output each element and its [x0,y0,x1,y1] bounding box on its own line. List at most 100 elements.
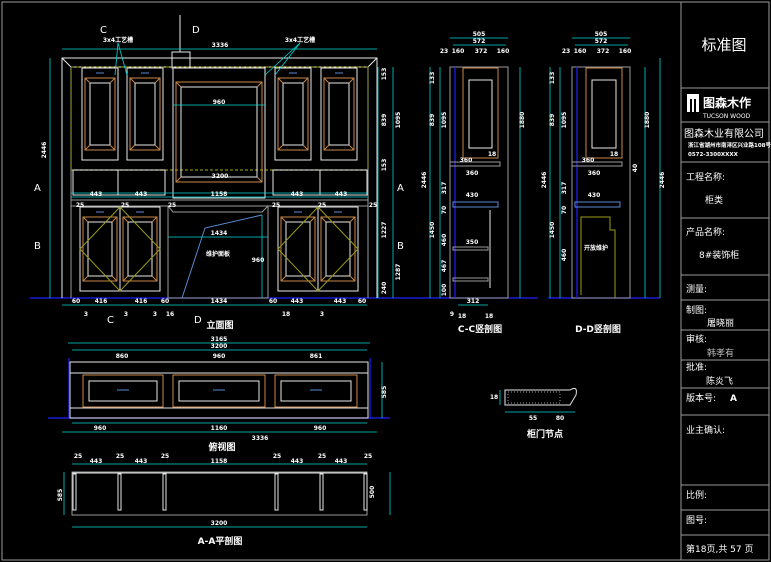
left-drawers [72,169,166,196]
dim-text: 25 [273,453,281,460]
center-opening-frame [172,67,266,199]
dim-text: 839 [381,114,388,127]
product-value: 8#装饰柜 [699,249,739,261]
drawn-label: 制图: [686,304,707,316]
dim-text: 18 [610,151,618,158]
brand-name-en: TUCSON WOOD [702,113,751,120]
dim-text: 1880 [519,112,526,129]
dim-text: 430 [466,192,479,199]
dim-text: 9 [450,311,454,318]
company-address: 浙江省湖州市南浔区兴业路108号 [688,141,771,149]
groove-note-left: 3x4工艺槽 [103,36,133,44]
partition-post [162,473,167,511]
dim-text: 25 [161,453,169,460]
dim-text: 839 [429,114,436,127]
dim-text: 861 [310,353,323,360]
dim-text: 317 [561,182,568,195]
dd-note: 开放维护 [584,244,608,252]
dim-text: 18 [282,311,290,318]
dim-text: 443 [90,191,103,198]
dim-text: 505 [595,31,608,38]
plan-title: 俯视图 [208,441,235,453]
measure-label: 测量: [686,284,707,295]
lower-door [79,206,121,292]
dim-text: 133 [549,72,556,85]
section-mark-c-bottom: C [107,315,114,326]
dim-text: 372 [597,48,610,55]
dim-text: 18 [458,313,466,320]
dim-text: 443 [90,458,103,465]
drawing-standard-title: 标准图 [701,36,746,54]
approve-value: 陈炎飞 [706,375,733,387]
center-note: 维护面板 [206,250,231,258]
dim-text: 1227 [381,222,388,239]
dim-text: 1160 [211,425,228,432]
upper-door [274,67,312,161]
brand-name-cn: 图森木作 [703,95,751,110]
title-block [681,87,769,536]
scale-label: 比例: [686,489,707,501]
elevation-title: 立面图 [206,319,233,331]
dim-text: 443 [335,191,348,198]
drawn-value: 屠晓丽 [707,317,734,329]
dim-text: 3200 [212,173,229,180]
dim-text: 443 [135,191,148,198]
dim-text: 3336 [252,435,269,442]
upper-door [81,67,119,161]
dim-text: 360 [588,170,601,177]
dim-text: 2446 [541,172,548,189]
door-node-detail: 柜门节点 18 55 80 [490,387,577,440]
lower-door [119,206,161,292]
dim-text: 3 [320,311,324,318]
dim-text: 18 [488,151,496,158]
company-phone: 0572-3300XXXX [688,152,739,158]
dim-text: 60 [358,298,366,305]
lower-door [317,206,359,292]
dim-text: 1158 [211,191,228,198]
dim-text: 360 [460,157,473,164]
dim-text: 572 [473,38,486,45]
section-dd-title: D-D竖剖图 [575,323,621,335]
dim-text: 1450 [549,222,556,239]
dim-text: 839 [549,114,556,127]
dim-text: 3200 [211,343,228,350]
dim-text: 416 [95,298,108,305]
dim-text: 460 [561,249,568,262]
dim-text: 505 [473,31,486,38]
dim-text: 3165 [211,336,228,343]
dim-text: 960 [213,353,226,360]
dim-text: 25 [364,453,372,460]
review-label: 审核: [686,333,707,345]
dim-text: 1158 [211,458,228,465]
dim-text: 860 [116,353,129,360]
dim-text: 443 [291,298,304,305]
dim-text: 360 [466,170,479,177]
dim-text: 160 [497,48,510,55]
section-mark-b-left: B [34,241,41,252]
page-indicator: 第18页,共 57 页 [686,543,754,555]
center-lower-opening [167,205,269,299]
section-mark-c: C [100,25,107,36]
dim-text: 18 [485,313,493,320]
company-name: 图森木业有限公司 [684,127,764,140]
dim-text: 443 [135,458,148,465]
section-mark-a-left: A [34,183,41,194]
dim-text: 3 [153,311,157,318]
dim-text: 1880 [644,112,651,129]
dim-text: 1095 [395,112,402,129]
approve-label: 批准: [686,361,707,373]
dim-text: 60 [269,298,277,305]
dim-text: 3 [84,311,88,318]
dim-text: 460 [441,234,448,247]
dim-text: 360 [582,157,595,164]
dim-text: 416 [135,298,148,305]
dim-text: 443 [334,298,347,305]
dim-text: 960 [213,99,226,106]
dim-text: 3200 [211,520,228,527]
dim-text: 23 [440,48,448,55]
dim-text: 25 [74,453,82,460]
dim-text: 585 [57,489,64,502]
dim-text: 25 [168,202,176,209]
